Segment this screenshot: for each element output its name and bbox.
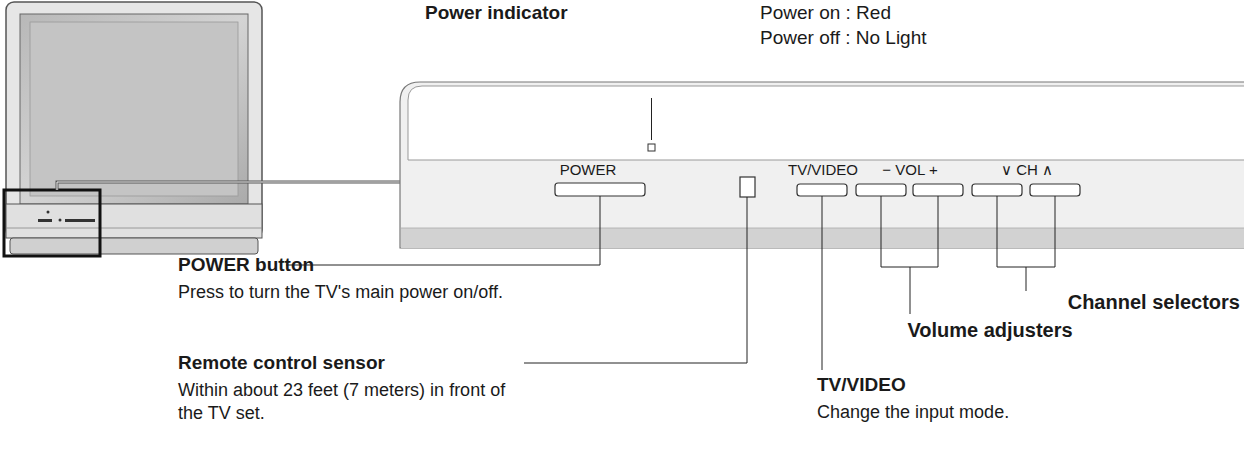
- inset-leader-inner: [57, 182, 400, 190]
- remote-sensor: [740, 177, 755, 197]
- part-name: Power indicator: [425, 1, 568, 25]
- part-name: TV/VIDEO: [817, 373, 906, 397]
- ch-down-button: [972, 184, 1022, 196]
- ch-up-button: [1030, 184, 1080, 196]
- panel-marking: POWER: [560, 161, 617, 180]
- power-button: [555, 183, 645, 196]
- panel-marking: TV/VIDEO: [788, 161, 858, 180]
- vol-down-button: [856, 184, 906, 196]
- description: Press to turn the TV's main power on/off…: [178, 281, 503, 304]
- part-name: Remote control sensor: [178, 351, 385, 375]
- power-indicator-lamp: [648, 144, 655, 151]
- inset-leader: [57, 182, 400, 190]
- part-name: Channel selectors: [1068, 290, 1240, 315]
- panel-marking: − VOL +: [882, 161, 937, 180]
- vol-up-button: [913, 184, 963, 196]
- part-name: Volume adjusters: [907, 318, 1072, 343]
- tv-set: [6, 2, 262, 254]
- panel-marking: ∨ CH ∧: [1001, 161, 1053, 180]
- tv-video-button: [797, 184, 847, 196]
- status-note: Power off : No Light: [760, 26, 927, 50]
- inset-box: [4, 190, 100, 256]
- description: Within about 23 feet (7 meters) in front…: [178, 379, 508, 424]
- status-note: Power on : Red: [760, 1, 891, 25]
- description: Change the input mode.: [817, 401, 1009, 424]
- part-name: POWER button: [178, 253, 314, 277]
